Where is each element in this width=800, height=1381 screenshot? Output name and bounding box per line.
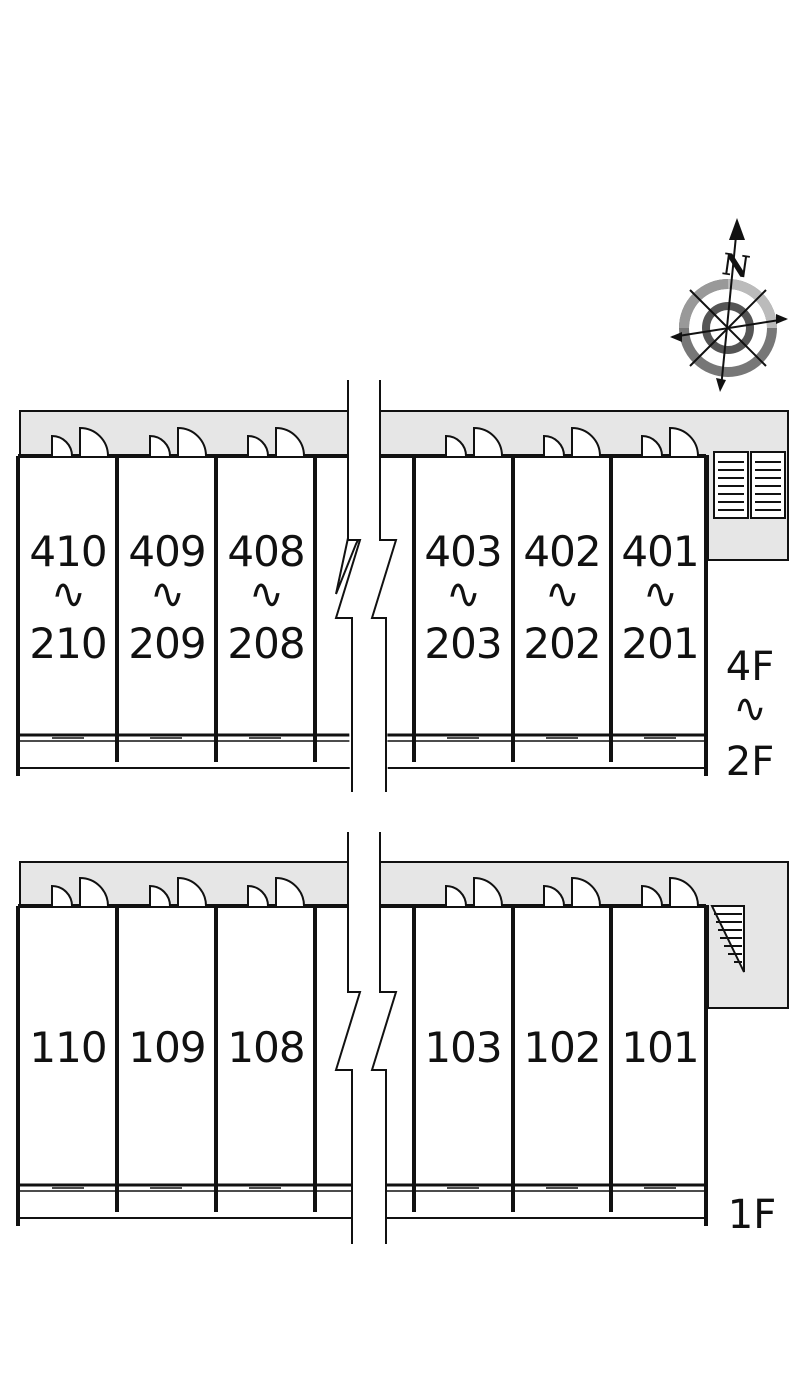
upper-unit-labels: 410 ∿ 210 409 ∿ 209 408 ∿ 208 403 ∿ 203 …: [29, 527, 699, 668]
unit-label: 210: [29, 619, 106, 668]
unit-label: 401: [621, 527, 698, 576]
lower-unit-labels: 110 109 108 103 102 101: [29, 1023, 699, 1072]
unit-range-glyph: ∿: [446, 569, 480, 618]
unit-label: 209: [128, 619, 205, 668]
unit-label: 108: [227, 1023, 304, 1072]
unit-label: 110: [29, 1023, 106, 1072]
unit-label: 410: [29, 527, 106, 576]
upper-block: 410 ∿ 210 409 ∿ 209 408 ∿ 208 403 ∿ 203 …: [16, 380, 789, 792]
upper-break-gap: [330, 380, 393, 792]
lower-block: 110 109 108 103 102 101 1F: [16, 832, 789, 1244]
unit-label: 103: [424, 1023, 501, 1072]
floor-range-glyph: ∿: [733, 686, 767, 732]
unit-label: 403: [424, 527, 501, 576]
lower-door-icons: [51, 876, 699, 907]
unit-label: 101: [621, 1023, 698, 1072]
unit-label: 102: [523, 1023, 600, 1072]
compass-rose-icon: [670, 218, 788, 392]
unit-range-glyph: ∿: [545, 569, 579, 618]
compass: N: [670, 218, 788, 392]
upper-door-icons: [51, 426, 699, 457]
unit-label: 402: [523, 527, 600, 576]
unit-label: 201: [621, 619, 698, 668]
unit-range-glyph: ∿: [51, 569, 85, 618]
unit-range-glyph: ∿: [249, 569, 283, 618]
unit-label: 409: [128, 527, 205, 576]
unit-label: 203: [424, 619, 501, 668]
unit-label: 109: [128, 1023, 205, 1072]
lower-break-gap: [336, 832, 396, 1244]
lower-stairs: [710, 905, 745, 973]
unit-label: 202: [523, 619, 600, 668]
unit-range-glyph: ∿: [643, 569, 677, 618]
upper-stairs: [713, 451, 786, 519]
unit-label: 408: [227, 527, 304, 576]
compass-north-label: N: [720, 247, 752, 285]
unit-range-glyph: ∿: [150, 569, 184, 618]
floor-label-top: 4F: [726, 644, 774, 690]
floor-label: 1F: [728, 1192, 776, 1238]
unit-label: 208: [227, 619, 304, 668]
floor-label-bottom: 2F: [726, 739, 774, 785]
upper-floor-label: 4F ∿ 2F: [726, 644, 774, 785]
